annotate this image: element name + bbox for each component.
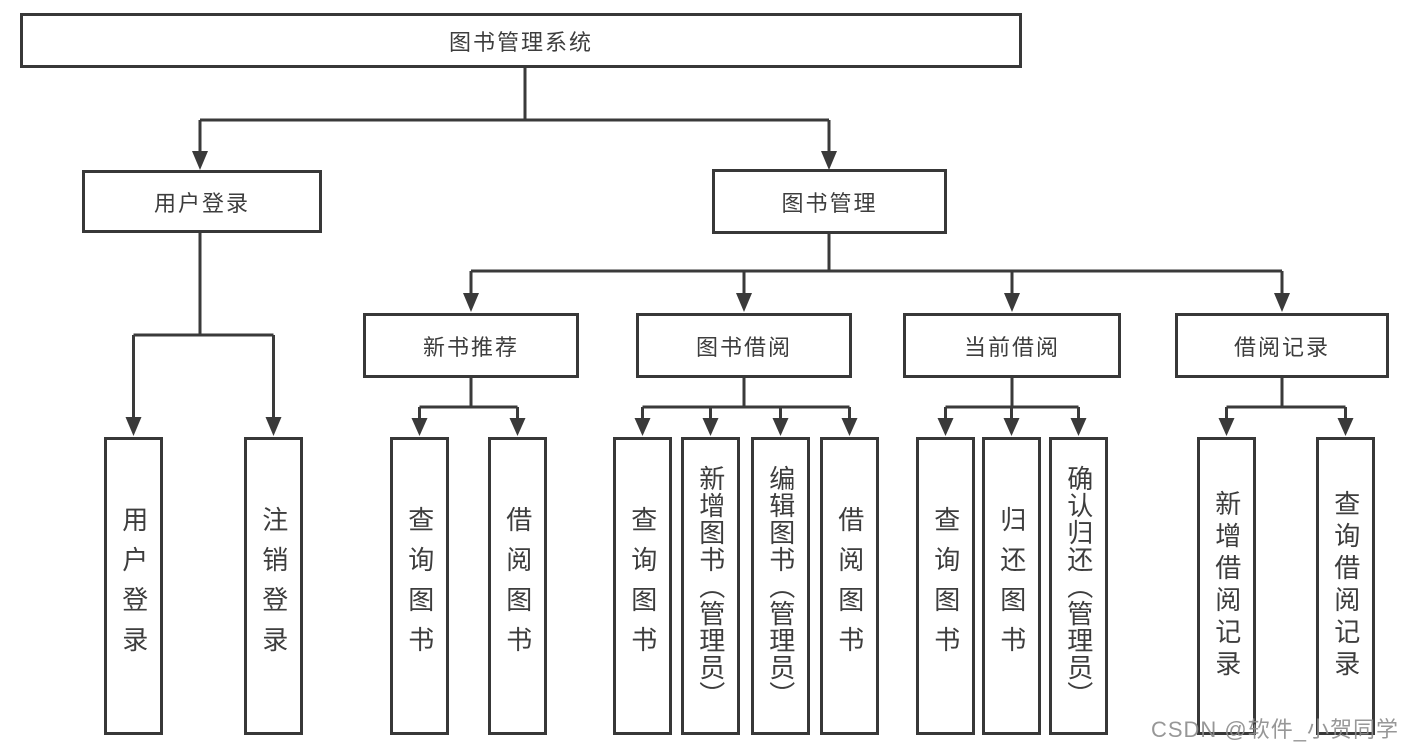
watermark: CSDN @软件_小贺同学 (1150, 717, 1399, 742)
node-label: 查询借阅记录 (1330, 490, 1361, 682)
node-user-login-group: 用户登录 (82, 170, 322, 233)
node-user-login-action: 用户登录 (104, 437, 163, 735)
node-library-system-root: 图书管理系统 (20, 13, 1022, 68)
node-label: 借阅图书 (834, 506, 865, 666)
node-label: 新增图书（管理员） (695, 464, 726, 708)
node-label: 确认归还（管理员） (1063, 464, 1094, 708)
node-book-management: 图书管理 (712, 169, 947, 234)
node-borrow-books-action: 借阅图书 (820, 437, 879, 735)
connector-bookmgmt-children (463, 234, 1290, 312)
node-query-borrow-record: 查询借阅记录 (1316, 437, 1375, 735)
node-label: 注销登录 (258, 506, 289, 666)
node-label: 借阅图书 (502, 506, 533, 666)
node-label: 借阅记录 (1233, 334, 1330, 360)
node-label: 图书借阅 (695, 334, 792, 360)
node-label: 图书管理系统 (448, 29, 593, 55)
node-query-books-current: 查询图书 (916, 437, 975, 735)
node-query-books-borrow: 查询图书 (613, 437, 672, 735)
node-label: 编辑图书（管理员） (765, 464, 796, 708)
node-label: 用户登录 (118, 506, 149, 666)
node-new-book-recommend: 新书推荐 (363, 313, 579, 378)
node-logout-action: 注销登录 (244, 437, 303, 735)
connector-currentborrow-children (937, 378, 1087, 436)
node-label: 图书管理 (781, 190, 878, 216)
node-label: 查询图书 (627, 506, 658, 666)
node-label: 查询图书 (930, 506, 961, 666)
connector-userlogin-children (125, 233, 282, 436)
connector-bookborrow-children (634, 378, 858, 436)
node-query-books-recommend: 查询图书 (390, 437, 449, 735)
node-borrow-books-recommend: 借阅图书 (488, 437, 547, 735)
node-borrow-records: 借阅记录 (1175, 313, 1389, 378)
node-book-borrow: 图书借阅 (636, 313, 852, 378)
node-label: 归还图书 (996, 506, 1027, 666)
node-label: 新书推荐 (422, 334, 519, 360)
node-confirm-return-admin: 确认归还（管理员） (1049, 437, 1108, 735)
node-label: 新增借阅记录 (1211, 490, 1242, 682)
node-label: 用户登录 (153, 190, 250, 216)
connector-borrowrecords-children (1218, 378, 1354, 436)
connector-root-to-level2 (192, 68, 837, 170)
node-current-borrow: 当前借阅 (903, 313, 1121, 378)
node-label: 当前借阅 (963, 334, 1060, 360)
node-add-borrow-record: 新增借阅记录 (1197, 437, 1256, 735)
node-return-books: 归还图书 (982, 437, 1041, 735)
node-label: 查询图书 (404, 506, 435, 666)
node-edit-books-admin: 编辑图书（管理员） (751, 437, 810, 735)
connector-newbook-children (411, 378, 526, 436)
node-add-books-admin: 新增图书（管理员） (681, 437, 740, 735)
